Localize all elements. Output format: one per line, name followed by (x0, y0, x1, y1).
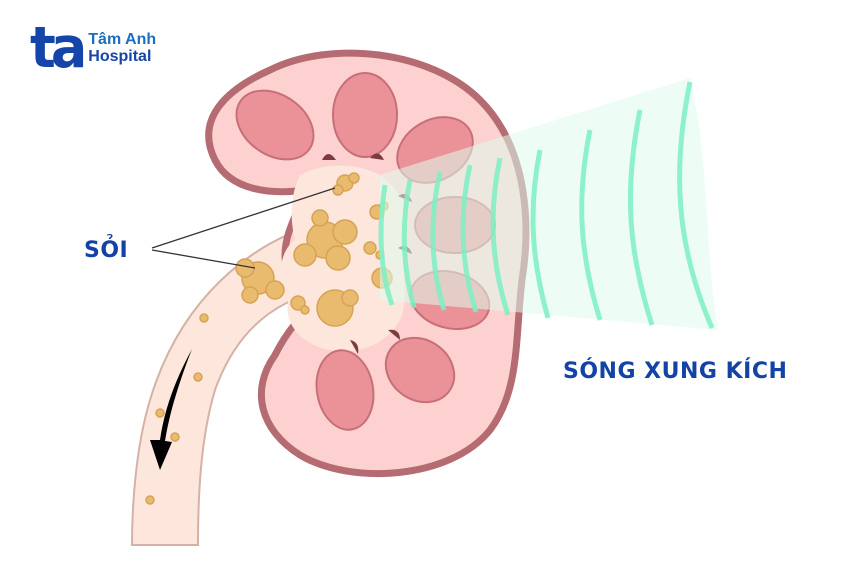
logo-line1: Tâm Anh (88, 31, 157, 48)
hospital-logo: ta Tâm Anh Hospital (30, 14, 157, 81)
logo-line2: Hospital (88, 48, 152, 65)
downward-arrow (150, 349, 192, 470)
pointer-lines (151, 187, 336, 269)
shockwave-cone (378, 78, 718, 330)
shockwave-label: SÓNG XUNG KÍCH (563, 359, 788, 384)
ureter (130, 218, 347, 546)
stones-label: SỎI (84, 238, 129, 263)
kidney-stones (145, 172, 393, 505)
logo-mark: ta (30, 14, 87, 81)
